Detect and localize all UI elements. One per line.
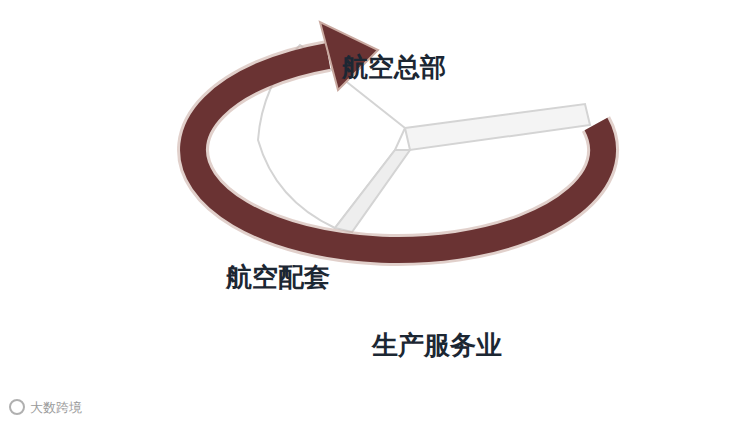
sector-label: 生产服务业 bbox=[372, 330, 502, 361]
watermark: 大数跨境 bbox=[30, 399, 82, 417]
sector-label: 航空配套 bbox=[226, 262, 330, 293]
white-sector-edge bbox=[405, 104, 590, 150]
white-sector-spoke bbox=[335, 150, 410, 232]
sector-fill bbox=[362, 274, 555, 397]
sector-shape bbox=[195, 170, 380, 320]
sector-fill bbox=[300, 24, 586, 128]
ring-arrow-shadow bbox=[193, 56, 603, 250]
tan-sector: 生产服务业 bbox=[355, 265, 570, 400]
green-sector: 航空配套 bbox=[195, 170, 380, 320]
blue-sector: 航空总部 bbox=[295, 12, 595, 134]
watermark-logo bbox=[10, 400, 24, 414]
sector-label: 航空总部 bbox=[342, 52, 446, 83]
sector-fill bbox=[204, 174, 354, 312]
ring-arrow bbox=[193, 56, 603, 250]
